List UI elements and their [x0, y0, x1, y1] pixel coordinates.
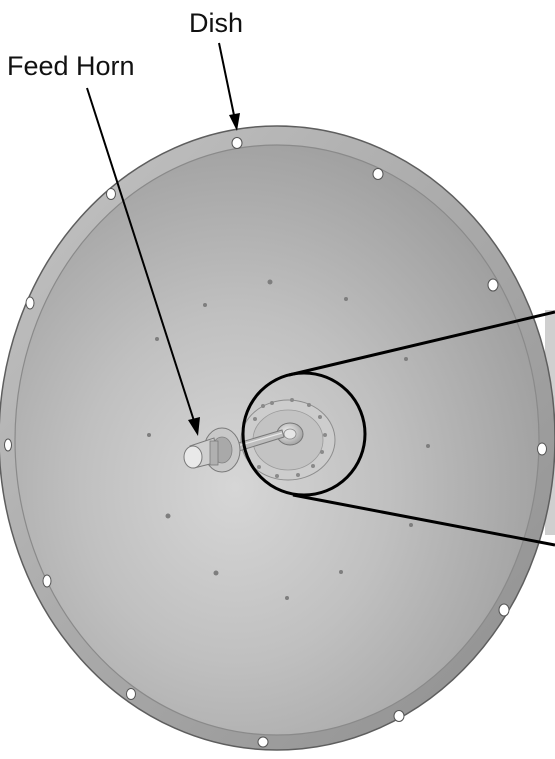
bolt-hole [488, 279, 498, 291]
bolt-hole [373, 169, 383, 180]
dish-arrow [219, 43, 240, 131]
bolt-hole [538, 443, 547, 455]
bolt-hole [394, 711, 404, 722]
bolt-hole [499, 604, 509, 616]
bolt-hole [26, 297, 34, 309]
bolt-hole [258, 737, 268, 747]
feed-horn-label: Feed Horn [7, 53, 135, 80]
bolt-hole [5, 439, 12, 451]
dish-label: Dish [189, 10, 243, 37]
bolt-hole [232, 138, 242, 149]
bolt-hole [107, 189, 116, 200]
bolt-hole [43, 575, 51, 587]
bolt-hole [127, 689, 136, 700]
